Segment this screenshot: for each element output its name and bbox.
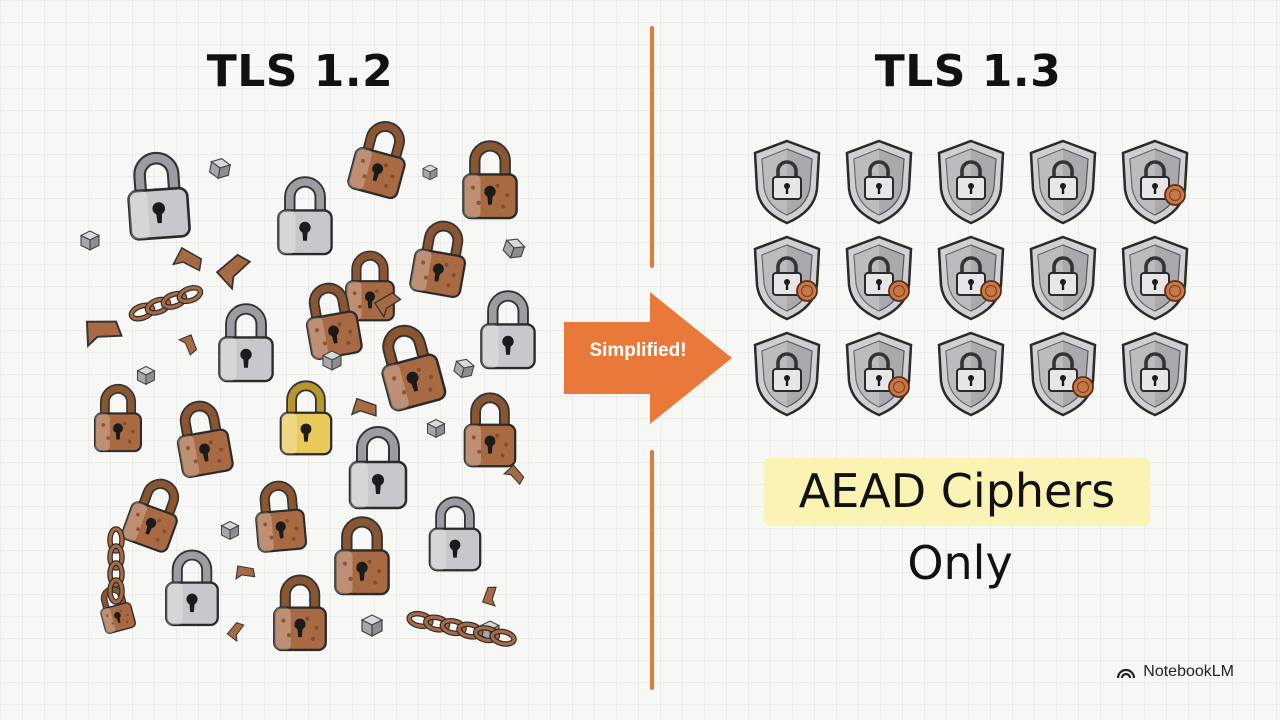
aead-highlight: AEAD Ciphers <box>764 458 1150 526</box>
broken-chain-icon-3 <box>406 610 517 647</box>
simplified-arrow-icon <box>564 292 732 424</box>
rust-shard-icon-5 <box>502 464 525 486</box>
padlock-icon-13 <box>279 380 333 456</box>
shield-lock-icon-9 <box>1029 235 1097 321</box>
tls13-title: TLS 1.3 <box>874 46 1062 97</box>
padlock-icon-11 <box>94 383 142 453</box>
notebooklm-logo-icon <box>1117 668 1136 679</box>
shield-lock-icon-4 <box>1029 139 1097 225</box>
cube-fragment-icon-2 <box>79 230 101 251</box>
cube-fragment-icon-9 <box>220 520 240 541</box>
cube-fragment-icon-5 <box>136 365 156 386</box>
coin-badge-icon <box>1164 184 1186 206</box>
coin-badge-icon <box>888 280 910 302</box>
shield-lock-icon-12 <box>845 331 913 417</box>
padlock-icon-10 <box>480 290 536 370</box>
rust-shard-icon-10 <box>85 320 123 348</box>
rust-shard-icon-2 <box>171 246 203 272</box>
shield-lock-icon-10 <box>1121 235 1189 321</box>
padlock-icon-20 <box>334 516 390 596</box>
shield-lock-icon-7 <box>845 235 913 321</box>
shield-lock-icon-2 <box>845 139 913 225</box>
padlock-icon-1 <box>127 151 191 241</box>
cube-fragment-icon-4 <box>422 164 438 181</box>
rust-shard-icon-7 <box>481 586 497 607</box>
padlock-icon-3 <box>347 121 406 200</box>
cube-fragment-icon-6 <box>321 350 343 371</box>
padlock-icon-12 <box>176 400 234 479</box>
padlock-icon-2 <box>277 176 333 256</box>
padlock-icon-4 <box>462 140 518 220</box>
shield-lock-grid <box>753 139 1189 417</box>
padlock-icon-5 <box>345 250 395 322</box>
divider-line-bottom <box>650 450 654 690</box>
tls12-title: TLS 1.2 <box>206 46 394 97</box>
padlock-icon-18 <box>428 496 482 572</box>
broken-chain-icon-1 <box>128 285 204 322</box>
rust-shard-icon-9 <box>226 622 245 643</box>
shield-lock-icon-14 <box>1029 331 1097 417</box>
coin-badge-icon <box>1164 280 1186 302</box>
padlock-icon-21 <box>273 574 327 652</box>
shield-lock-icon-5 <box>1121 139 1189 225</box>
aead-ciphers-text: AEAD Ciphers <box>798 464 1116 518</box>
broken-chain-icon-2 <box>107 526 125 605</box>
cube-fragment-icon-1 <box>209 158 232 180</box>
rust-shard-icon-4 <box>350 397 377 417</box>
padlock-icon-19 <box>165 549 219 627</box>
divider-line-top <box>650 26 654 268</box>
padlock-icon-14 <box>348 426 408 510</box>
padlock-icon-15 <box>463 392 517 468</box>
cube-fragment-icon-3 <box>502 238 526 259</box>
shield-lock-icon-11 <box>753 331 821 417</box>
cube-fragment-icon-8 <box>426 418 446 439</box>
coin-badge-icon <box>980 280 1002 302</box>
coin-badge-icon <box>796 280 818 302</box>
shield-lock-icon-6 <box>753 235 821 321</box>
padlock-icon-16 <box>121 478 180 553</box>
shield-lock-icon-13 <box>937 331 1005 417</box>
padlock-icon-22 <box>100 586 136 634</box>
padlock-icon-9 <box>381 324 447 412</box>
padlock-icon-17 <box>255 480 308 553</box>
rust-shard-icon-6 <box>177 334 198 356</box>
padlock-icon-6 <box>409 220 467 299</box>
cube-fragment-icon-7 <box>453 358 476 379</box>
shield-lock-icon-1 <box>753 139 821 225</box>
rust-shard-icon-3 <box>373 291 402 319</box>
padlock-icon-7 <box>218 303 274 383</box>
notebooklm-watermark: NotebookLM <box>1116 660 1234 684</box>
rust-shard-icon-8 <box>235 565 256 580</box>
coin-badge-icon <box>888 376 910 398</box>
mixed-locks-cluster <box>79 121 536 652</box>
shield-lock-icon-15 <box>1121 331 1189 417</box>
shield-lock-icon-8 <box>937 235 1005 321</box>
cube-fragment-icon-10 <box>360 614 384 637</box>
shield-lock-icon-3 <box>937 139 1005 225</box>
coin-badge-icon <box>1072 376 1094 398</box>
watermark-text: NotebookLM <box>1143 663 1234 680</box>
rust-shard-icon-1 <box>215 253 252 291</box>
only-text: Only <box>907 536 1013 590</box>
simplified-label: Simplified! <box>589 340 687 361</box>
